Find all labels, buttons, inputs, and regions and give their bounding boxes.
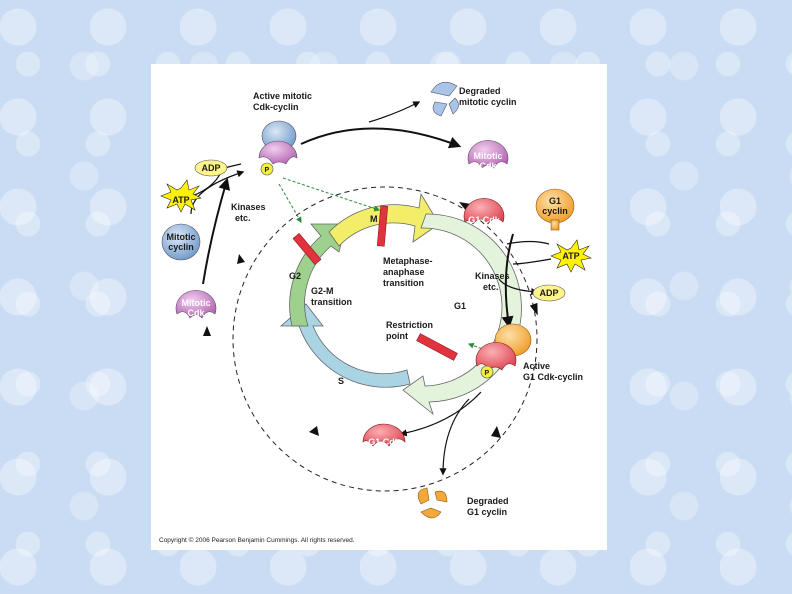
label-kinases-right-2: etc. (483, 282, 499, 292)
adp-oval-left (194, 159, 228, 177)
label-kinases-left-2: etc. (235, 213, 251, 223)
label-phase-g2: G2 (289, 271, 301, 281)
metaphase-checkpoint-bar (376, 205, 389, 247)
label-phase-m: M (370, 214, 378, 224)
phosphate-icon (260, 162, 274, 176)
arrow-to-active-g1 (501, 233, 514, 329)
label-metaphase-2: anaphase (383, 267, 425, 277)
label-g2m-1: G2-M (311, 286, 334, 296)
label-metaphase-3: transition (383, 278, 424, 288)
svg-text:P: P (485, 370, 490, 377)
arrow-to-degraded-g1 (439, 398, 470, 476)
label-restriction-2: point (386, 331, 408, 341)
arrow-to-mitotic-cdk (300, 127, 462, 149)
g2m-checkpoint-bar (292, 232, 322, 266)
label-g1-cdk-top: G1 Cdk (468, 215, 501, 225)
active-mitotic-cdk-cyclin: P (258, 120, 298, 176)
label-atp-right: ATP (562, 251, 579, 261)
label-mitotic-cdk-left-2: Cdk (187, 308, 205, 318)
degraded-g1-cyclin-icon (417, 487, 448, 519)
label-g2m-2: transition (311, 297, 352, 307)
phosphate-icon-g1 (480, 365, 494, 379)
adp-oval-right (532, 284, 566, 302)
label-phase-s: S (338, 376, 344, 386)
g1-cyclin-icon (535, 188, 575, 231)
degraded-mitotic-cyclin-icon (430, 81, 459, 117)
label-phase-g1: G1 (454, 301, 466, 311)
restriction-checkpoint-bar (416, 333, 458, 361)
arrow-to-g1-cdk-bottom (399, 391, 482, 437)
label-active-g1-1: Active (523, 361, 550, 371)
label-restriction-1: Restriction (386, 320, 433, 330)
label-kinases-left-1: Kinases (231, 202, 266, 212)
label-active-mitotic-1: Active mitotic (253, 91, 312, 101)
atp-starburst-right (550, 239, 592, 273)
arrow-mitotic-cdk-to-active (202, 177, 231, 285)
label-mitotic-cyclin-1: Mitotic (167, 232, 196, 242)
label-active-g1-2: G1 Cdk-cyclin (523, 372, 583, 382)
label-adp-right: ADP (539, 288, 558, 298)
label-metaphase-1: Metaphase- (383, 256, 433, 266)
label-mitotic-cdk-top-1: Mitotic (474, 151, 503, 161)
label-degraded-mitotic-2: mitotic cyclin (459, 97, 517, 107)
label-g1-cyclin-1: G1 (549, 196, 561, 206)
svg-text:P: P (265, 167, 270, 174)
atp-starburst-left (160, 179, 202, 213)
mitotic-cdk-left (175, 290, 217, 319)
label-active-mitotic-2: Cdk-cyclin (253, 102, 299, 112)
label-kinases-right-1: Kinases (475, 271, 510, 281)
label-degraded-g1-2: G1 cyclin (467, 507, 507, 517)
label-g1-cyclin-2: cyclin (542, 206, 568, 216)
figure-panel: P P (151, 64, 607, 550)
g1-cdk-top (463, 198, 505, 225)
outer-cycle-path (232, 186, 538, 492)
phase-g1-arc (402, 213, 522, 416)
cell-cycle-diagram: P P (159, 81, 592, 544)
label-adp-left: ADP (201, 163, 220, 173)
label-g1-cdk-bottom: G1 Cdk (368, 437, 401, 447)
label-mitotic-cdk-left-1: Mitotic (182, 298, 211, 308)
g1-cdk-bottom (362, 423, 406, 447)
label-mitotic-cyclin-2: cyclin (168, 242, 194, 252)
label-atp-left: ATP (172, 195, 189, 205)
label-degraded-mitotic-1: Degraded (459, 86, 501, 96)
label-mitotic-cdk-top-2: Cdk (479, 161, 497, 171)
label-degraded-g1-1: Degraded (467, 496, 509, 506)
mitotic-cyclin-icon (161, 223, 201, 261)
arrow-to-degraded-mitotic (368, 101, 421, 123)
copyright-notice: Copyright © 2006 Pearson Benjamin Cummin… (159, 536, 355, 544)
active-g1-cdk-cyclin: P (475, 323, 532, 379)
mitotic-cdk-top (467, 140, 509, 169)
